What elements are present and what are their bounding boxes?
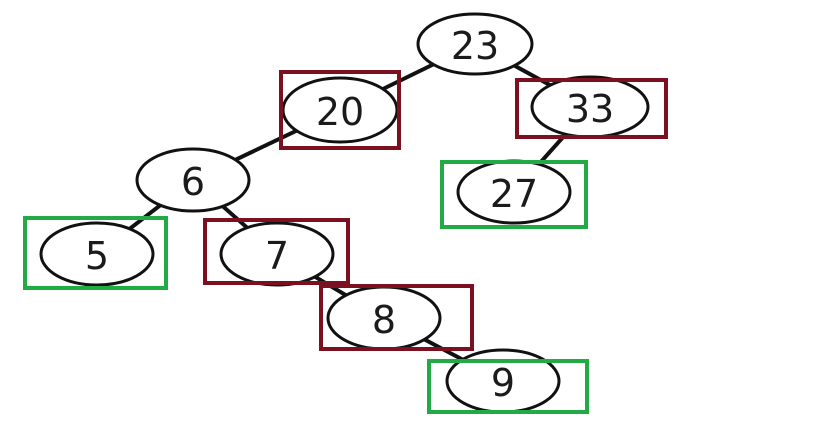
node-label: 6 (181, 160, 205, 204)
node-20: 20 (281, 76, 399, 144)
node-6: 6 (135, 147, 251, 213)
node-circle (416, 12, 534, 76)
node-label: 20 (316, 90, 364, 134)
highlight-box-33 (515, 78, 668, 139)
node-circle (135, 147, 251, 213)
node-9: 9 (445, 348, 561, 414)
node-label: 27 (490, 172, 538, 216)
node-label: 23 (451, 24, 499, 68)
node-27: 27 (456, 159, 572, 225)
node-label: 8 (372, 298, 396, 342)
node-8: 8 (326, 285, 442, 351)
node-label: 5 (85, 234, 109, 278)
node-5: 5 (39, 221, 155, 287)
highlight-box-20 (279, 70, 401, 150)
node-circle (39, 221, 155, 287)
node-23: 23 (416, 12, 534, 76)
highlight-box-5 (23, 216, 168, 290)
highlight-box-8 (319, 284, 474, 351)
node-label: 33 (566, 87, 614, 131)
red-highlight-boxes (203, 70, 668, 351)
node-label: 9 (491, 361, 515, 405)
node-7: 7 (219, 221, 335, 287)
node-33: 33 (530, 75, 650, 139)
highlight-box-27 (440, 160, 588, 229)
node-label: 7 (265, 234, 289, 278)
highlight-box-9 (427, 359, 589, 414)
highlight-box-7 (203, 218, 350, 285)
green-highlight-boxes (23, 160, 589, 414)
